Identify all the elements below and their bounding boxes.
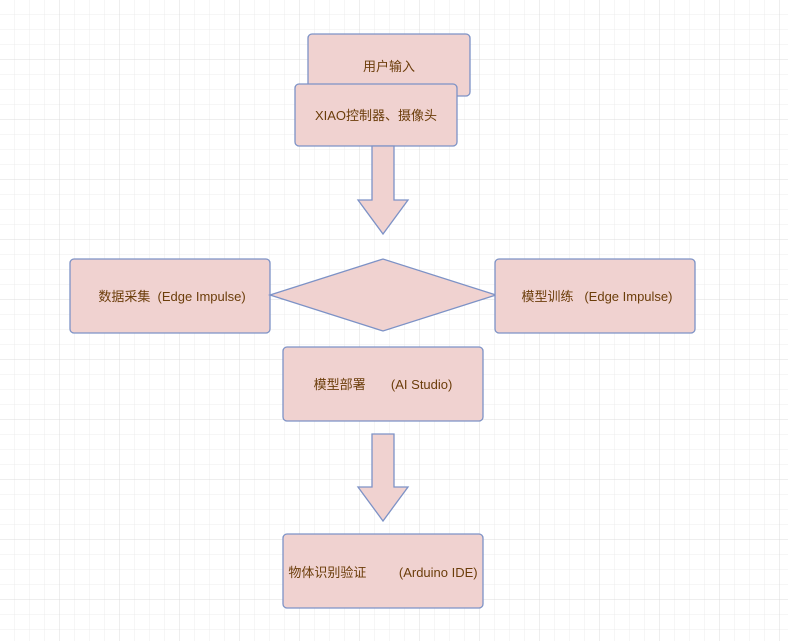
node-object-detect[interactable]: 物体识别验证 (Arduino IDE) <box>282 533 484 609</box>
node-model-deploy[interactable]: 模型部署 (AI Studio) <box>282 346 484 422</box>
node-model-train-label: 模型训练 (Edge Impulse) <box>522 289 673 304</box>
node-xiao[interactable]: XIAO控制器、摄像头 <box>294 83 458 147</box>
node-data-collect[interactable]: 数据采集 (Edge Impulse) <box>69 258 271 334</box>
node-xiao-label: XIAO控制器、摄像头 <box>315 108 437 123</box>
node-data-collect-label: 数据采集 (Edge Impulse) <box>98 289 245 304</box>
node-model-train[interactable]: 模型训练 (Edge Impulse) <box>494 258 696 334</box>
arrow-down-1 <box>356 145 410 236</box>
node-user-input[interactable]: 用户输入 <box>307 33 471 97</box>
arrow-down-2 <box>356 433 410 523</box>
node-model-deploy-label: 模型部署 (AI Studio) <box>314 377 453 392</box>
node-object-detect-label: 物体识别验证 (Arduino IDE) <box>288 565 477 580</box>
node-user-input-label: 用户输入 <box>363 59 415 74</box>
